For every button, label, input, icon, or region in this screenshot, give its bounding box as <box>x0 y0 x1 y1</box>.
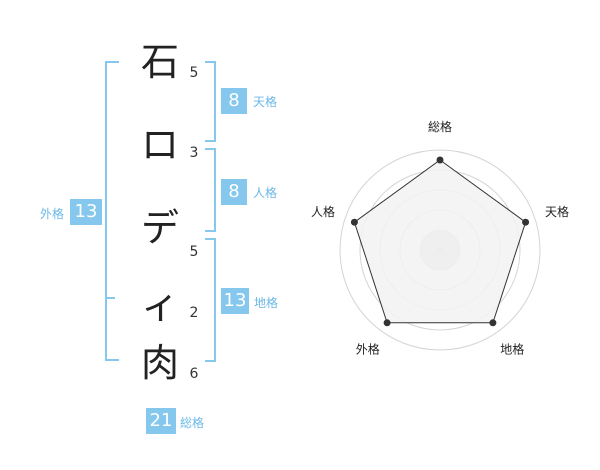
gaikaku-label: 外格 <box>40 207 65 221</box>
name-char-5: 肉 <box>140 341 179 385</box>
jinkaku-bracket <box>205 148 216 232</box>
gaikaku-value: 13 <box>70 199 102 225</box>
stroke-count-2: 3 <box>189 145 199 161</box>
soukaku-label: 総格 <box>180 416 205 430</box>
radar-point <box>522 218 530 226</box>
stroke-count-4: 2 <box>189 305 199 321</box>
name-char-1: 石 <box>140 40 179 84</box>
radar-point <box>489 319 497 327</box>
radar-point <box>350 218 358 226</box>
tenkaku-label: 天格 <box>253 95 278 109</box>
jinkaku-value: 8 <box>221 179 247 205</box>
radar-axis-label: 地格 <box>500 342 524 357</box>
gaikaku-bracket-tick <box>105 297 115 299</box>
soukaku-value: 21 <box>146 408 176 434</box>
radar-shape <box>353 159 527 324</box>
tenkaku-value: 8 <box>221 88 247 114</box>
stroke-count-5: 6 <box>189 366 199 382</box>
chikaku-bracket <box>205 238 216 362</box>
name-char-3: デ <box>140 206 179 250</box>
name-char-2: ロ <box>140 123 179 167</box>
radar-axis-label: 外格 <box>356 342 380 357</box>
radar-axis-label: 人格 <box>311 204 335 219</box>
radar-ring <box>339 149 541 351</box>
radar-axis-label: 総格 <box>428 119 452 134</box>
stroke-count-1: 5 <box>189 65 199 81</box>
jinkaku-label: 人格 <box>253 186 278 200</box>
chikaku-label: 地格 <box>254 296 279 310</box>
name-char-4: ィ <box>140 283 179 327</box>
chikaku-value: 13 <box>221 288 249 314</box>
gaikaku-bracket <box>105 61 119 361</box>
tenkaku-bracket <box>205 61 216 142</box>
radar-point <box>383 319 391 327</box>
radar-axis-label: 天格 <box>545 204 569 219</box>
stroke-count-3: 5 <box>189 244 199 260</box>
radar-point <box>436 156 444 164</box>
